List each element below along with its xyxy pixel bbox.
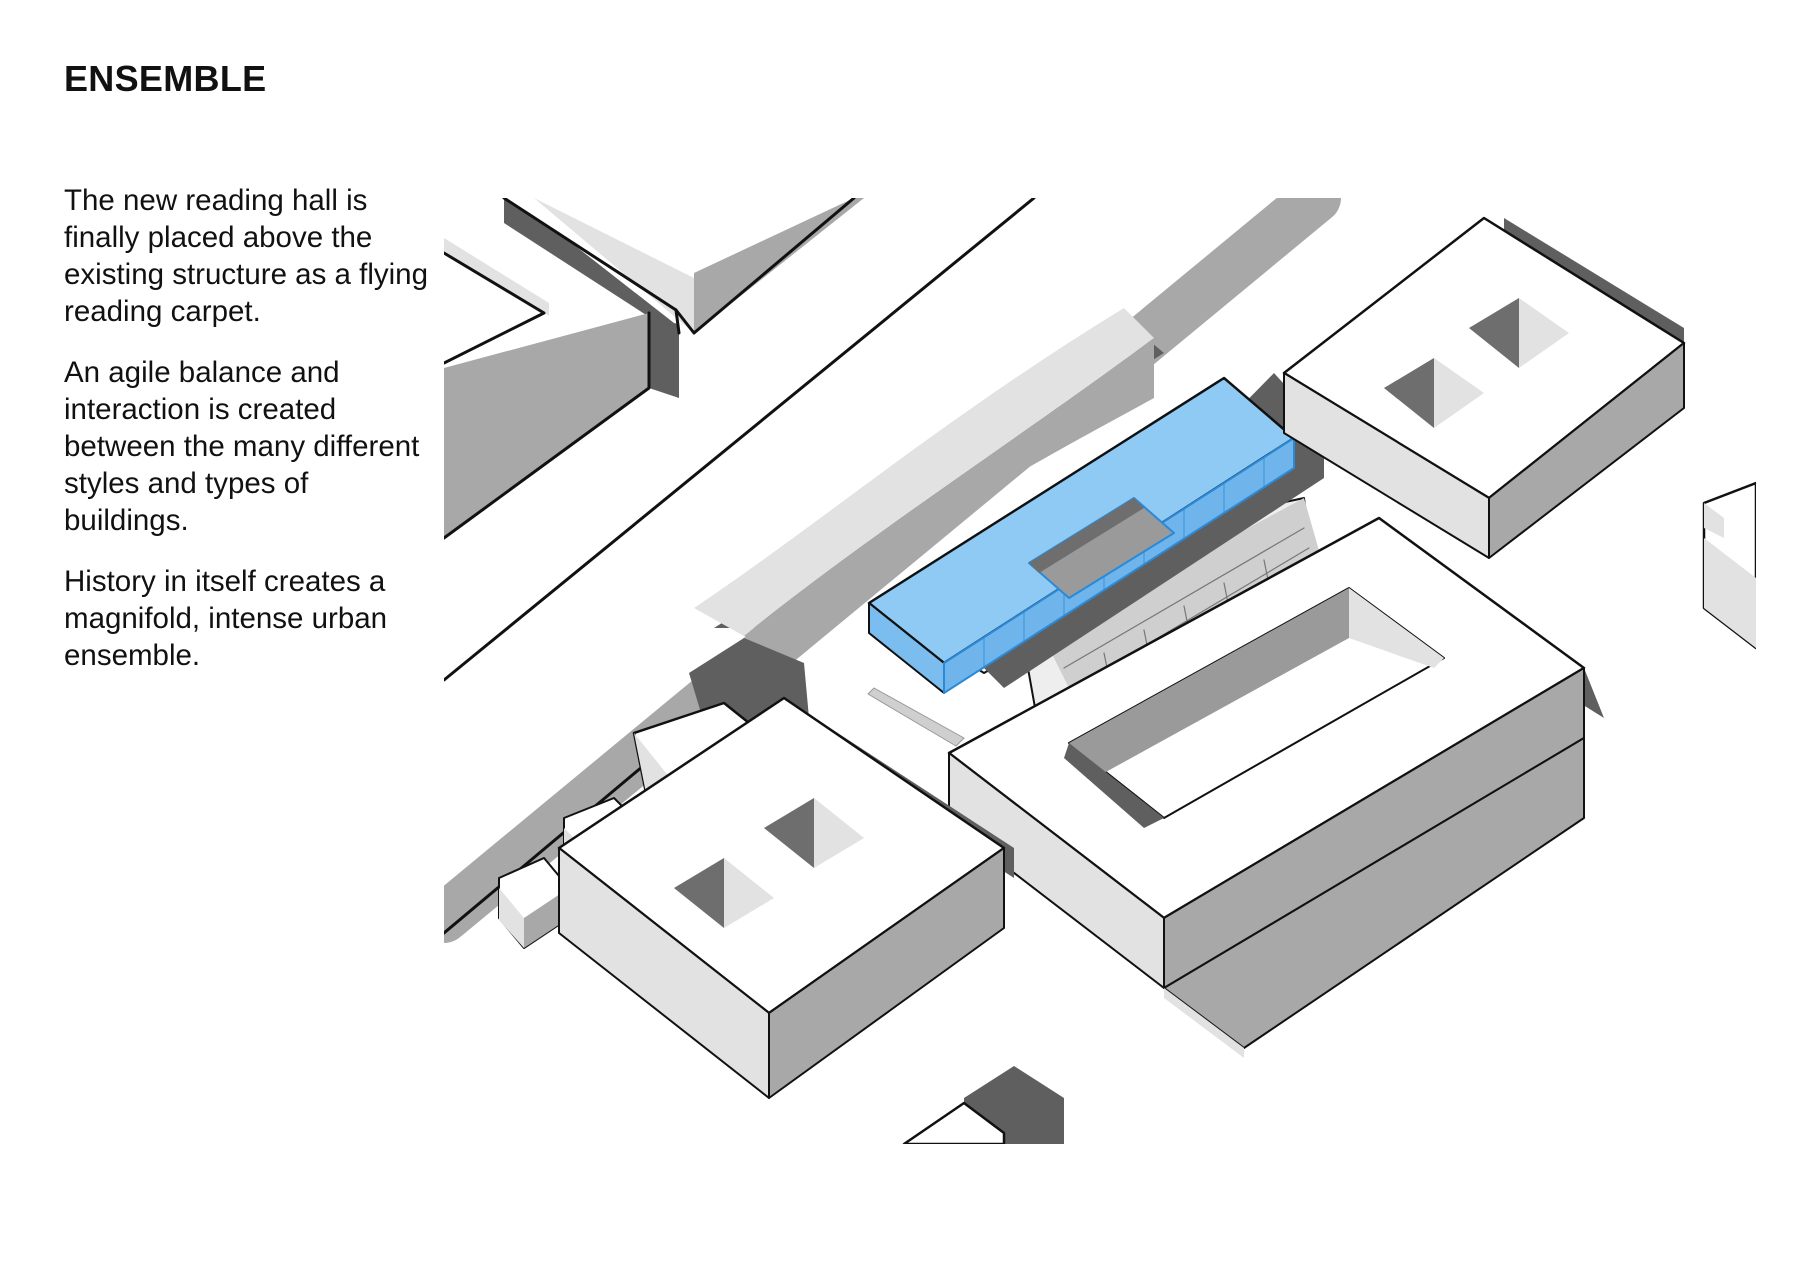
axonometric-site-diagram	[444, 198, 1756, 1144]
building-bottom-fragments	[902, 737, 1585, 1144]
building-top-left	[444, 198, 864, 540]
paragraph-reading-hall: The new reading hall is finally placed a…	[64, 184, 428, 328]
building-right-edge	[1702, 481, 1756, 650]
page-title: ENSEMBLE	[64, 58, 267, 99]
building-top-right	[1282, 216, 1686, 559]
reading-hall-complex	[867, 373, 1324, 759]
building-bottom-left	[557, 696, 1014, 1099]
description-column: The new reading hall is finally placed a…	[64, 182, 434, 698]
paragraph-history: History in itself creates a magnifold, i…	[64, 565, 388, 672]
paragraph-balance: An agile balance and interaction is crea…	[64, 356, 420, 537]
building-courtyard	[947, 516, 1604, 989]
building-curved-wing	[694, 308, 1164, 643]
